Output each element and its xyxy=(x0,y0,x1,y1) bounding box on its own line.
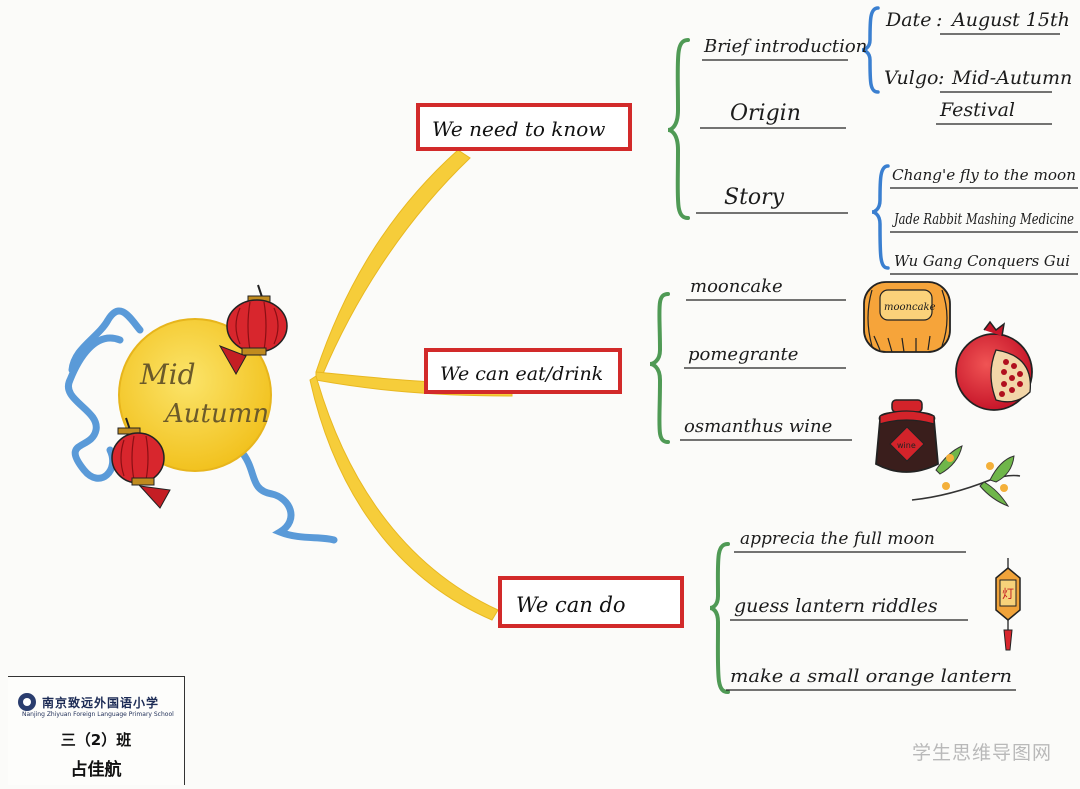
know-item-origin: Origin xyxy=(730,101,801,126)
school-logo-icon xyxy=(18,693,36,711)
eat-items: mooncake pomegrante osmanthus wine xyxy=(680,276,852,441)
branch-know-box: We need to know xyxy=(416,103,632,151)
mooncake-icon: mooncake xyxy=(863,281,951,353)
story-item-0: Chang'e fly to the moon xyxy=(892,166,1076,184)
branch-eat-box: We can eat/drink xyxy=(424,348,622,394)
know-item-story: Story xyxy=(724,185,785,210)
school-english-name: Nanjing Zhiyuan Foreign Language Primary… xyxy=(22,711,174,718)
blue-brackets xyxy=(861,6,890,270)
eat-item-2: osmanthus wine xyxy=(684,416,832,437)
branch-do-label: We can do xyxy=(516,593,626,617)
date-colon: : xyxy=(936,9,942,31)
wine-jar-icon: wine xyxy=(875,399,939,473)
eat-item-0: mooncake xyxy=(690,276,783,297)
center-title-line1: Mid xyxy=(139,358,196,391)
school-card: 南京致远外国语小学 Nanjing Zhiyuan Foreign Langua… xyxy=(8,676,185,785)
branch-do-box: We can do xyxy=(498,576,684,628)
know-items: Brief introduction Origin Story xyxy=(696,36,867,214)
school-header: 南京致远外国语小学 xyxy=(18,693,159,711)
do-items: apprecia the full moon guess lantern rid… xyxy=(726,529,1016,691)
date-label: Date xyxy=(885,9,931,31)
branch-know-line xyxy=(315,149,471,377)
know-item-intro: Brief introduction xyxy=(703,36,867,57)
center-title-line2: Autumn xyxy=(163,399,269,429)
lantern-top-icon xyxy=(218,284,288,376)
watermark: 学生思维导图网 xyxy=(912,742,1053,764)
do-item-2: make a small orange lantern xyxy=(730,666,1012,687)
vulgo-value-line2: Festival xyxy=(939,99,1015,121)
do-item-0: apprecia the full moon xyxy=(740,529,935,549)
class-name: 三（2）班 xyxy=(60,731,132,749)
orange-lantern-icon: 灯 xyxy=(995,558,1021,651)
pomegranate-icon xyxy=(955,320,1033,411)
lantern-char: 灯 xyxy=(1002,587,1014,601)
jar-stamp: wine xyxy=(897,441,916,450)
student-name: 占佳航 xyxy=(70,760,122,780)
branch-eat-label: We can eat/drink xyxy=(440,363,603,385)
osmanthus-icon xyxy=(911,445,1021,507)
eat-item-1: pomegrante xyxy=(688,344,798,365)
vulgo-value-line1: Mid-Autumn xyxy=(951,67,1072,89)
story-item-1: Jade Rabbit Mashing Medicine xyxy=(892,210,1074,228)
story-list: Chang'e fly to the moon Jade Rabbit Mash… xyxy=(890,166,1078,275)
do-item-1: guess lantern riddles xyxy=(734,595,938,617)
date-value: August 15th xyxy=(950,9,1070,31)
vulgo-label: Vulgo xyxy=(884,67,938,89)
vulgo-colon: : xyxy=(938,67,944,89)
branch-know-label: We need to know xyxy=(432,117,605,141)
ribbon-decoration xyxy=(64,307,338,544)
school-name: 南京致远外国语小学 xyxy=(42,695,160,710)
branch-do-line xyxy=(309,375,499,621)
mooncake-stamp: mooncake xyxy=(884,302,936,313)
intro-details: Date : August 15th Vulgo : Mid-Autumn Fe… xyxy=(884,9,1072,125)
lantern-bottom-icon xyxy=(111,417,171,509)
story-item-2: Wu Gang Conquers Gui xyxy=(894,252,1070,270)
green-brackets xyxy=(649,38,730,694)
